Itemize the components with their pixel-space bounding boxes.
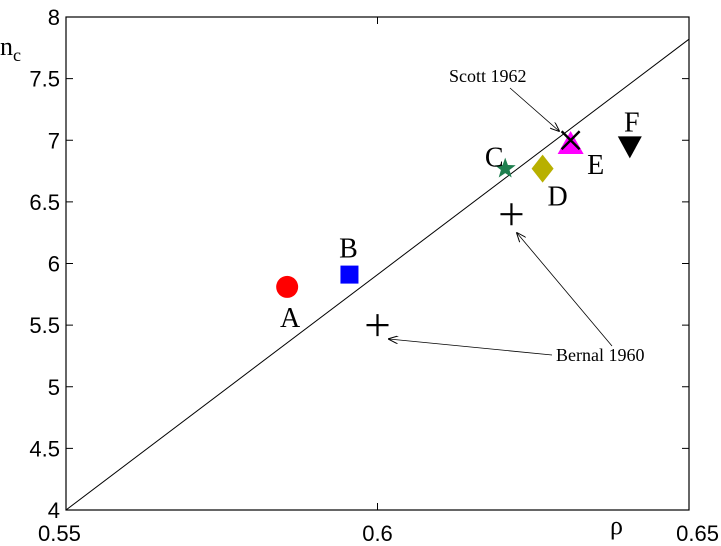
y-tick-label: 6: [48, 252, 60, 277]
y-axis-label-main: n: [0, 32, 13, 61]
y-axis-label-subscript: c: [13, 45, 21, 65]
reference-marker-1: [500, 203, 523, 226]
plot-area: [65, 16, 690, 511]
marker-b: [340, 265, 359, 284]
y-tick-label: 7.5: [29, 67, 60, 92]
marker-a: [276, 275, 299, 298]
arrow-bernal-1960-upper: [517, 233, 613, 347]
point-label-a: A: [280, 303, 301, 334]
y-tick-label: 4: [48, 498, 60, 523]
y-tick-label: 7: [48, 128, 60, 153]
y-tick-label: 4.5: [29, 436, 60, 461]
point-label-c: C: [485, 143, 504, 174]
data-markers: [276, 130, 642, 337]
y-tick-label: 5.5: [29, 313, 60, 338]
x-tick-label: 0.6: [362, 521, 393, 546]
point-label-f: F: [624, 107, 640, 138]
reference-marker-0: [366, 314, 389, 337]
y-axis-label: nc: [0, 32, 21, 65]
annotation-scott-1962: Scott 1962: [449, 66, 527, 86]
arrow-scott-1962: [509, 87, 559, 131]
point-labels: A B C DEF: [280, 107, 640, 334]
x-axis-label: ρ: [610, 511, 623, 540]
x-tick-label: 0.55: [38, 521, 81, 546]
marker-f: [617, 136, 642, 159]
y-tick-label: 6.5: [29, 190, 60, 215]
arrow-bernal-1960-lower: [389, 339, 553, 356]
y-tick-label: 8: [48, 5, 60, 30]
axis-ticks: 4 4.5 5 5.5 6 6.5 7 7.5 8 0.55 0.6 0.65: [29, 5, 719, 546]
annotation-bernal-1960: Bernal 1960: [556, 345, 644, 365]
marker-d: [531, 154, 554, 183]
x-tick-label: 0.65: [676, 521, 719, 546]
annotations: Scott 1962 Bernal 1960: [389, 66, 644, 365]
point-label-e: E: [587, 150, 604, 181]
marker-c: [494, 157, 516, 178]
point-label-b: B: [339, 234, 358, 265]
reference-marker-2: [560, 130, 581, 151]
point-label-d: D: [547, 182, 567, 213]
fit-line: [65, 38, 690, 511]
y-tick-label: 5: [48, 375, 60, 400]
